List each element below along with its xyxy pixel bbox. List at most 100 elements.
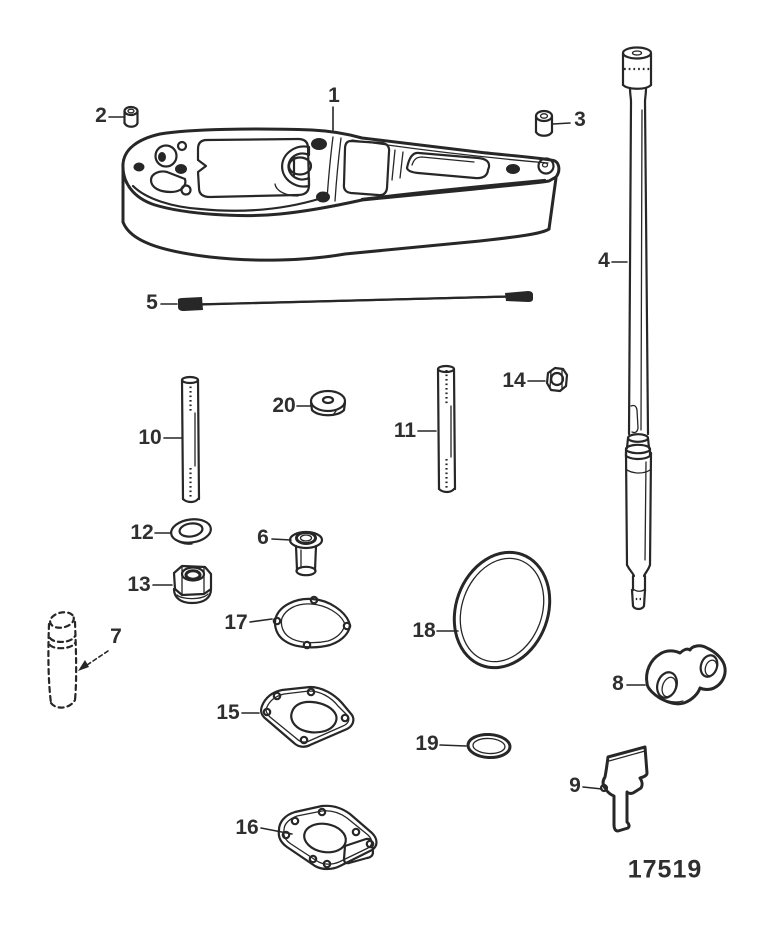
part-14-hex-nut (545, 366, 569, 393)
callout-label-9: 9 (569, 774, 581, 797)
callout-label-17: 17 (224, 611, 248, 634)
part-3-dowel-bushing (534, 109, 554, 137)
gasket-hole (299, 735, 309, 745)
leader-7 (83, 650, 109, 668)
part-7-pivot-pin (47, 611, 78, 709)
gasket-hole (317, 807, 327, 817)
housing-opening-left (196, 137, 311, 199)
housing-top-face (121, 127, 561, 218)
bolt-hole (154, 144, 178, 168)
part-16-gasket (277, 804, 378, 871)
callout-label-19: 19 (415, 732, 439, 755)
gasket-hole (281, 830, 291, 840)
housing-inner-rim-arm (360, 178, 547, 201)
housing-bottom-edge (121, 220, 551, 262)
leader-6 (271, 538, 292, 541)
bolt-hole (541, 162, 549, 168)
leader-17 (249, 618, 273, 623)
bolt-hole (175, 164, 187, 174)
gasket-hole (306, 687, 316, 697)
part-20-grommet (309, 389, 347, 417)
gasket-hole (262, 707, 272, 717)
gasket-hole (272, 691, 282, 701)
part-12-washer (170, 518, 212, 545)
leader-3 (552, 122, 571, 125)
gasket-hole (322, 859, 332, 869)
callout-label-13: 13 (127, 573, 151, 596)
callout-label-16: 16 (235, 816, 259, 839)
callout-label-12: 12 (130, 521, 154, 544)
housing-pocket (149, 170, 187, 194)
gasket-hole (365, 839, 375, 849)
housing-right-edge (547, 176, 558, 231)
gasket-hole (302, 640, 312, 650)
housing-rib (334, 137, 342, 202)
housing-rib (326, 136, 334, 200)
callout-label-1: 1 (328, 84, 340, 107)
bolt-hole (180, 184, 192, 196)
part-17-gasket (272, 595, 352, 650)
callout-label-20: 20 (272, 394, 296, 417)
leader-16 (260, 827, 293, 835)
part-11-stud (436, 364, 457, 494)
gasket-hole (351, 827, 361, 837)
part-1-adapter-housing (121, 127, 561, 262)
gasket-hole (308, 854, 318, 864)
gasket-center-hole (303, 822, 347, 854)
callout-label-11: 11 (393, 419, 417, 442)
callout-label-7: 7 (110, 625, 122, 648)
bracket-tab (599, 783, 609, 793)
leader-9 (582, 786, 603, 790)
retainer-hole (704, 659, 718, 677)
bolt-hole (176, 140, 188, 152)
part-2-dowel-bushing (123, 105, 139, 128)
bolt-hole (316, 191, 330, 203)
leader-7-arrowhead (78, 660, 89, 671)
gasket-hole (290, 816, 300, 826)
part-8-retainer (645, 644, 727, 706)
housing-c-boss (281, 145, 311, 188)
bolt-hole (133, 162, 145, 172)
housing-slot (405, 151, 491, 180)
shaft-notch (630, 404, 639, 434)
bolt-hole (158, 152, 166, 162)
gasket-hole (340, 713, 350, 723)
retainer-hole (661, 676, 677, 698)
callout-label-15: 15 (216, 701, 240, 724)
leader-lines (78, 106, 646, 835)
callout-label-10: 10 (138, 426, 162, 449)
gasket-hole (309, 595, 319, 605)
callout-label-4: 4 (598, 249, 610, 272)
part-15-gasket (259, 685, 355, 748)
callout-label-8: 8 (612, 672, 624, 695)
housing-slot-inner (411, 156, 475, 166)
callout-label-3: 3 (574, 108, 586, 131)
part-4-driveshaft (621, 46, 653, 611)
part-5-shift-rod (177, 291, 533, 311)
housing-rib (399, 151, 404, 179)
housing-inner-rim-left (131, 184, 324, 212)
housing-opening-middle (342, 139, 391, 197)
callout-label-18: 18 (412, 619, 436, 642)
gasket-slot (342, 837, 375, 865)
part-18-o-ring (452, 550, 552, 670)
leader-19 (439, 744, 467, 747)
housing-rib (391, 149, 396, 181)
callout-label-5: 5 (146, 291, 158, 314)
part-10-stud (180, 375, 201, 504)
gasket-hole (342, 621, 352, 631)
part-9-bracket (599, 745, 649, 833)
gasket-hole (272, 616, 282, 626)
center-oval-hole (287, 156, 313, 176)
bolt-hole (537, 157, 555, 175)
housing-c-boss-lip (274, 183, 299, 197)
gasket-center-hole (290, 700, 338, 734)
callout-label-6: 6 (257, 526, 269, 549)
part-6-bushing (288, 530, 324, 577)
part-19-o-ring (466, 732, 512, 760)
rod-end (505, 291, 533, 302)
part-13-flange-nut (172, 564, 213, 605)
drawing-number: 17519 (627, 855, 703, 884)
